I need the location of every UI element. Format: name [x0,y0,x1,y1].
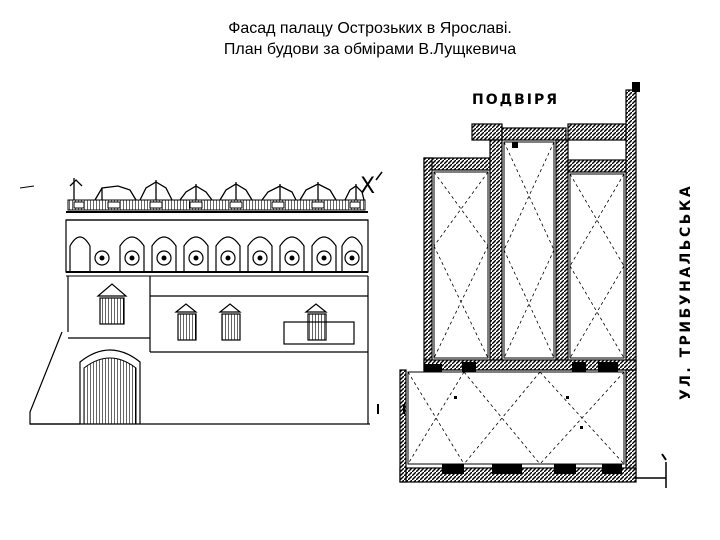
facade-drawing: X [19,171,383,425]
street-label: УЛ. ТРИБУНАЛЬСЬКА [678,184,694,400]
floor-plan: ПОДВІРЯ УЛ. ТРИБУНАЛЬСЬКА [399,82,694,488]
gate-opening [83,357,137,425]
vault-lines [407,141,625,465]
facade-fragment-label: X [360,174,375,199]
attic-parapet [69,178,365,201]
title-line-2: План будови за обмірами В.Лущкевича [223,41,517,58]
slide-title: Фасад палацу Острозьких в Ярославі. План… [0,18,720,60]
facade-wall [67,276,369,424]
upper-arcade [65,219,369,273]
gate [29,331,368,425]
facade-windows [96,283,355,345]
title-line-1: Фасад палацу Острозьких в Ярославі. [228,20,512,37]
courtyard-label: ПОДВІРЯ [472,92,559,108]
